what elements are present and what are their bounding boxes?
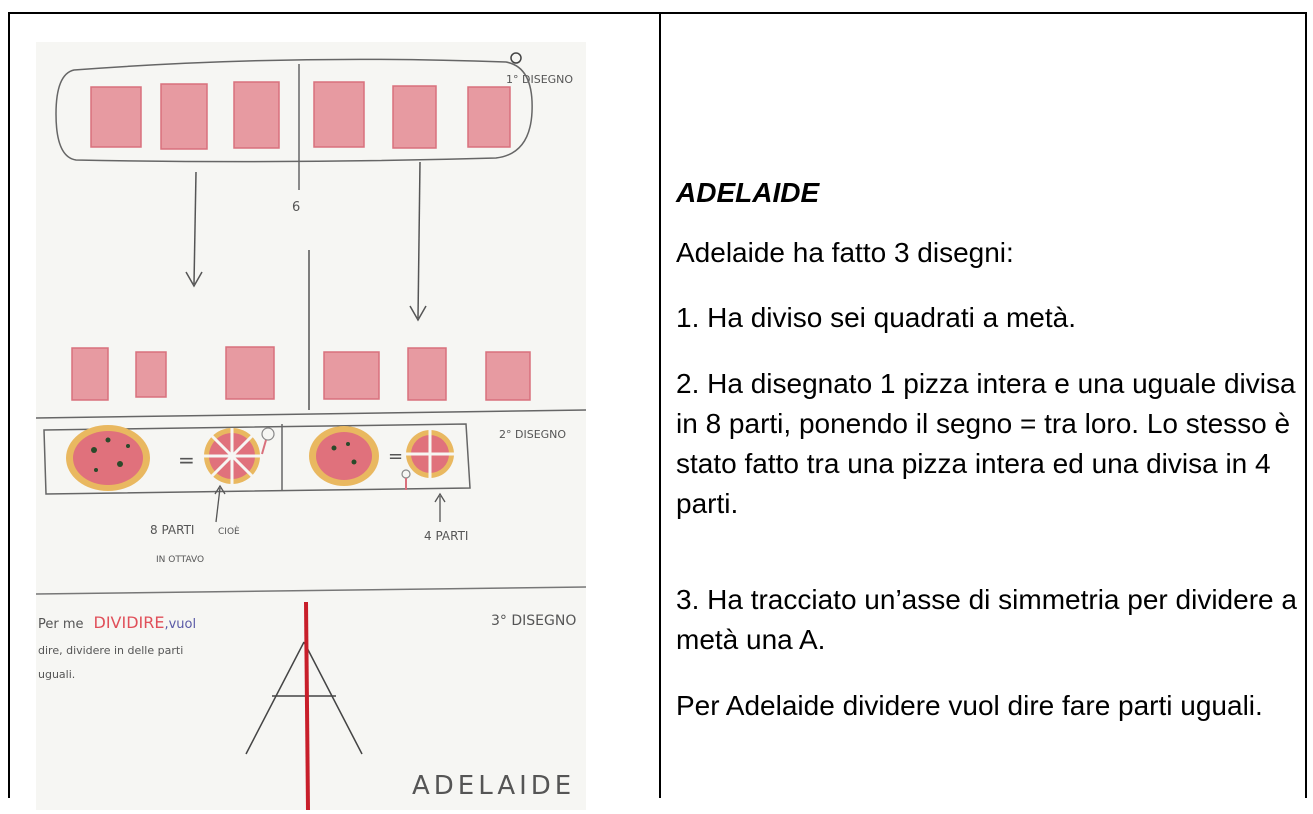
letter-a-figure xyxy=(245,601,363,811)
olive xyxy=(126,444,130,448)
square xyxy=(135,351,167,398)
sketch-circle-icon xyxy=(510,52,522,64)
square xyxy=(313,81,365,148)
square xyxy=(323,351,380,400)
child-drawing-image: 1° DISEGNO 6 xyxy=(35,42,587,811)
pizza-cutter-icon xyxy=(261,427,275,441)
pizza-4-parts xyxy=(401,430,454,490)
arrow-left xyxy=(193,171,197,285)
table-left-border xyxy=(8,12,10,798)
pointer-arrows xyxy=(214,484,446,523)
label-4-parti: 4 PARTI xyxy=(424,529,468,543)
note-keyword-dividire: DIVIDIRE xyxy=(94,613,165,632)
arrows xyxy=(185,161,427,322)
note-line-1-end: ,vuol xyxy=(164,617,196,632)
description-item-3: 3. Ha tracciato un’asse di simmetria per… xyxy=(676,584,1297,655)
top-squares xyxy=(90,81,511,150)
square xyxy=(467,86,511,148)
square xyxy=(392,85,437,149)
pizza-8-parts xyxy=(204,427,275,484)
square xyxy=(90,86,142,148)
pizza-sauce xyxy=(73,431,143,485)
olive xyxy=(105,437,111,443)
label-disegno-2: 2° DISEGNO xyxy=(499,428,566,441)
pizza-box xyxy=(43,423,471,495)
table-right-border xyxy=(1305,12,1307,798)
description-conclusion: Per Adelaide dividere vuol dire fare par… xyxy=(676,690,1263,721)
olive xyxy=(91,447,97,453)
arrow-left-head xyxy=(185,271,203,288)
square xyxy=(407,347,447,401)
letter-a-right-stroke xyxy=(303,641,363,755)
label-cioe: CIOÈ xyxy=(218,525,240,537)
drawing-cell: 1° DISEGNO 6 xyxy=(8,12,660,811)
pizza-whole-2 xyxy=(309,426,379,486)
olive xyxy=(351,459,357,465)
pizza-cutter-icon xyxy=(401,469,411,479)
table-top-border xyxy=(8,12,1307,14)
signature-adelaide: ADELAIDE xyxy=(412,771,575,801)
description-item-1: 1. Ha diviso sei quadrati a metà. xyxy=(676,302,1076,333)
label-disegno-3: 3° DISEGNO xyxy=(491,613,576,629)
square xyxy=(233,81,280,149)
description-cell: ADELAIDE Adelaide ha fatto 3 disegni: 1.… xyxy=(676,12,1306,798)
section-line-3 xyxy=(35,586,587,595)
section-line-2 xyxy=(35,409,587,419)
arrow-right xyxy=(417,161,421,319)
note-line-2: dire, dividere in delle parti xyxy=(38,644,183,657)
lower-squares xyxy=(71,346,531,401)
note-line-3: uguali. xyxy=(38,668,75,681)
table-middle-divider xyxy=(659,12,661,798)
label-disegno-1: 1° DISEGNO xyxy=(506,73,573,86)
description-title: ADELAIDE xyxy=(676,177,820,208)
square xyxy=(485,351,531,401)
square xyxy=(160,83,208,150)
note-line-1: Per me DIVIDIRE,vuol xyxy=(38,613,196,632)
description-intro: Adelaide ha fatto 3 disegni: xyxy=(676,237,1014,268)
arrow-right-head xyxy=(409,305,427,322)
pizza-whole-1 xyxy=(66,425,150,491)
symmetry-axis xyxy=(304,601,310,811)
pizza-sauce xyxy=(316,432,372,480)
letter-a-left-stroke xyxy=(245,641,305,755)
olive xyxy=(94,468,98,472)
olive xyxy=(346,442,350,446)
equals-sign-1: = xyxy=(178,448,195,472)
label-in-ottavo: IN OTTAVO xyxy=(156,555,204,565)
description-item-2: 2. Ha disegnato 1 pizza intera e una ugu… xyxy=(676,368,1296,519)
square xyxy=(225,346,275,400)
square xyxy=(71,347,109,401)
label-six: 6 xyxy=(292,200,300,215)
olive xyxy=(117,461,123,467)
drawing-svg: 1° DISEGNO 6 xyxy=(35,52,587,811)
label-8-parti: 8 PARTI xyxy=(150,523,194,537)
squares-outline xyxy=(55,58,533,163)
olive xyxy=(331,445,337,451)
note-line-1-start: Per me xyxy=(38,617,84,632)
equals-sign-2: = xyxy=(388,446,403,467)
